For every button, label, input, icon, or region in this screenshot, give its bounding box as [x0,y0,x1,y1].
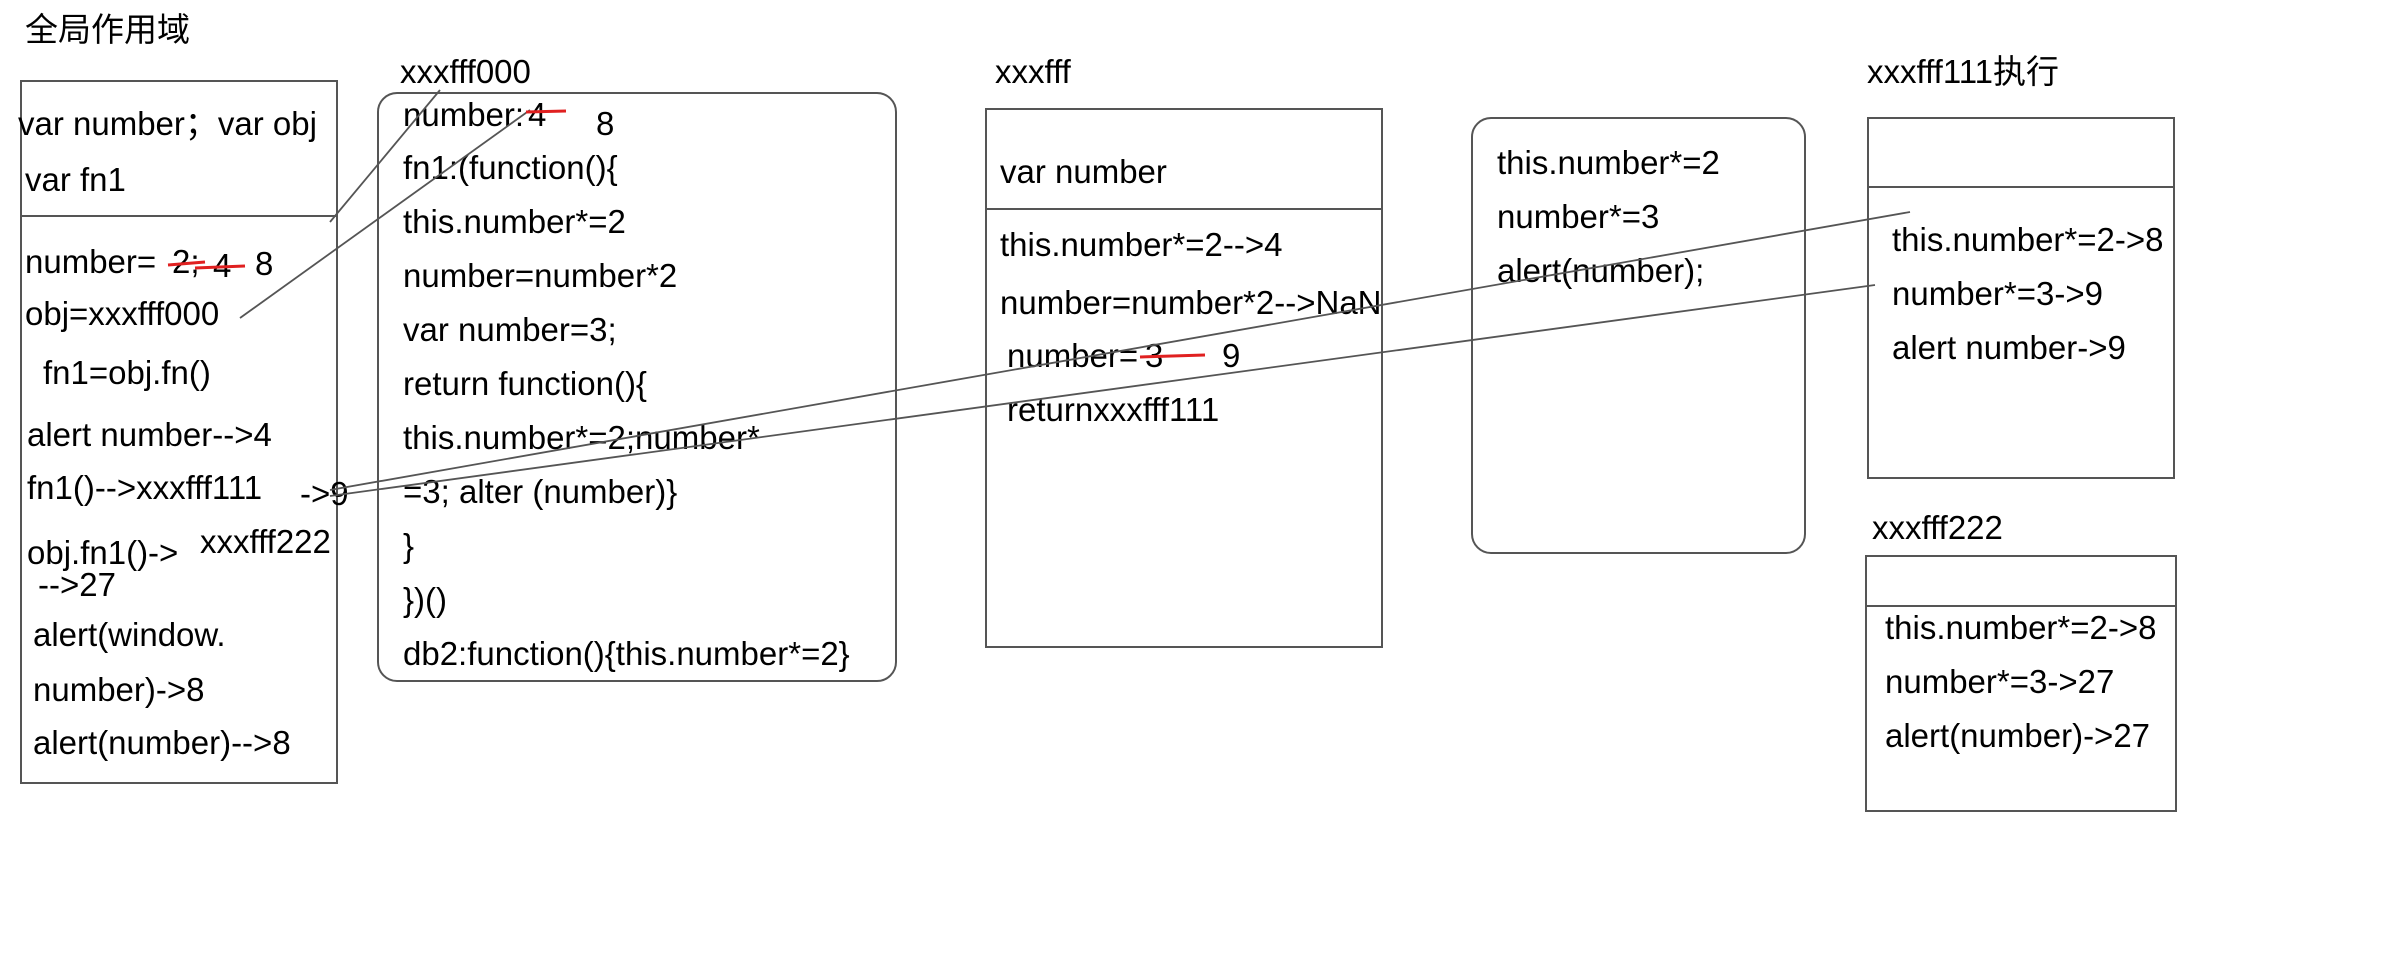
connector-global-top-to-obj [329,89,441,223]
strike-obj-4 [525,109,567,114]
alert-number-line: alert number-->4 [27,416,272,453]
number-final-value: 8 [255,245,274,282]
exec-111-divider [1867,186,2175,188]
obj-line-5: return function(){ [403,365,647,402]
obj-heap-label: xxxfff000 [400,53,531,90]
obj-line-8: } [403,527,415,564]
alert-window-line-1: alert(window. [33,616,226,653]
obj-number-struck: 4 [528,96,547,133]
exec-111-label: xxxfff111执行 [1867,53,2059,90]
fn1-assign-line: fn1=obj.fn() [43,354,211,391]
global-scope-divider [20,215,338,217]
obj-line-10: db2:function(){this.number*=2} [403,635,850,672]
strike-global-2 [167,260,206,267]
fn-scope-line-1: this.number*=2-->4 [1000,226,1283,263]
obj-line-2: this.number*=2 [403,203,626,240]
exec-111-line-2: number*=3->9 [1892,275,2103,312]
fn1-call-line: fn1()-->xxxfff111 [27,469,263,506]
obj-line-4: var number=3; [403,311,617,348]
exec-222-divider [1865,605,2177,607]
inner-fn-box [1471,117,1806,554]
exec-222-line-1: this.number*=2->8 [1885,609,2157,646]
obj-line-1: fn1:(function(){ [403,149,618,186]
connector-fn1-to-exec111-lower [329,284,1876,497]
inner-fn-line-3: alert(number); [1497,252,1705,289]
strike-fnscope-3 [1139,353,1206,359]
fn-scope-box [985,108,1383,648]
objfn1-result: -->27 [38,566,116,603]
exec-111-box [1867,117,2175,479]
objfn1-ref-label: xxxfff222 [200,523,331,560]
global-scope-box [20,80,338,784]
exec-222-line-2: number*=3->27 [1885,663,2115,700]
fn-scope-line-2: number=number*2-->NaN [1000,284,1382,321]
fn1-call-result: ->9 [300,475,349,512]
connector-fn1-to-exec111 [329,211,1911,491]
exec-111-line-1: this.number*=2->8 [1892,221,2164,258]
exec-222-label: xxxfff222 [1872,509,2003,546]
obj-line-9: })() [403,581,447,618]
fn-scope-header: var number [1000,153,1167,190]
strike-global-4 [194,264,246,270]
global-decl-line-1: var number；var obj [18,105,317,142]
obj-heap-box [377,92,897,682]
fn-scope-line-4: returnxxxfff111 [1007,391,1220,428]
global-scope-title: 全局作用域 [25,11,190,48]
inner-fn-line-1: this.number*=2 [1497,144,1720,181]
fn-scope-divider [985,208,1383,210]
fn-scope-line-3-new: 9 [1222,337,1241,374]
number-assign-label: number= [25,243,157,280]
alert-number-final-line: alert(number)-->8 [33,724,291,761]
objfn1-call-line: obj.fn1()-> [27,534,179,571]
exec-111-line-3: alert number->9 [1892,329,2126,366]
exec-222-line-3: alert(number)->27 [1885,717,2151,754]
alert-window-line-2: number)->8 [33,671,205,708]
inner-fn-line-2: number*=3 [1497,198,1660,235]
obj-number-new: 8 [596,105,615,142]
obj-number-key: number: [403,96,525,133]
exec-222-box [1865,555,2177,812]
connector-obj-assign-to-obj [239,109,531,319]
fn-scope-label: xxxfff [995,53,1071,90]
obj-line-3: number=number*2 [403,257,678,294]
obj-assign-line: obj=xxxfff000 [25,295,220,332]
global-decl-line-2: var fn1 [25,161,126,198]
